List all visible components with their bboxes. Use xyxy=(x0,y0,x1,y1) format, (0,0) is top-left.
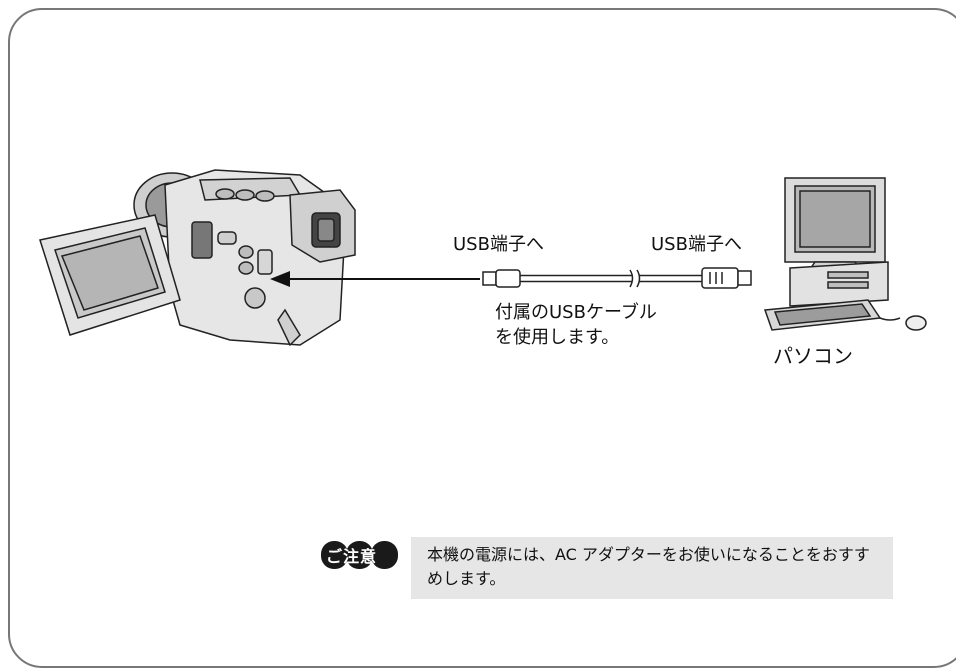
caution-badge-shape xyxy=(371,541,398,569)
caution-badge-shape xyxy=(321,541,348,569)
desktop-pc-illustration xyxy=(763,177,927,331)
cable-caption-line1: 付属のUSBケーブル xyxy=(495,302,657,323)
camcorder-illustration xyxy=(39,169,356,347)
usb-cable xyxy=(482,267,752,289)
cable-caption-line2: を使用します。 xyxy=(495,327,620,348)
usb-port-label-right: USB端子へ xyxy=(651,234,742,255)
caution-badge: ご注意 xyxy=(321,541,401,569)
connection-illustration xyxy=(39,169,927,347)
usb-plug-icon xyxy=(701,267,752,289)
arrow-icon xyxy=(270,271,480,287)
caution-badge-text: ご注意 xyxy=(326,547,378,566)
caution-note: 本機の電源には、AC アダプターをお使いになることをおすすめします。 xyxy=(411,537,893,599)
caution-badge-shape xyxy=(346,541,373,569)
cable-caption: 付属のUSBケーブル を使用します。 xyxy=(495,300,657,350)
usb-plug-icon xyxy=(482,269,521,288)
pc-label: パソコン xyxy=(773,344,853,368)
usb-port-label-left: USB端子へ xyxy=(453,234,544,255)
